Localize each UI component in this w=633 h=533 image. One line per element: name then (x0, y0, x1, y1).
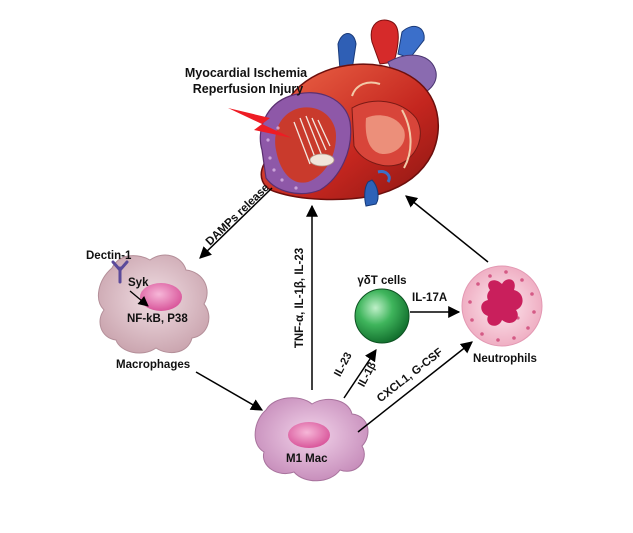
nfkb-label: NF-kB, P38 (127, 313, 188, 325)
cytokines-label: TNF-α, IL-1β, IL-23 (294, 248, 306, 348)
cxcl-label: CXCL1, G-CSF (375, 346, 445, 405)
dectin-receptor-icon (111, 260, 129, 284)
macrophage-nucleus (140, 283, 182, 311)
il17a-label: IL-17A (412, 292, 447, 304)
neutrophils-label: Neutrophils (473, 353, 537, 365)
arrow-polarization (195, 371, 264, 411)
macrophages-label: Macrophages (116, 359, 190, 371)
il23-label: IL-23 (332, 350, 355, 378)
lightning-icon (228, 108, 292, 138)
damps-label: DAMPs release (204, 182, 272, 248)
m1-nucleus (288, 422, 330, 448)
arrow-cxcl (357, 341, 473, 433)
macrophage-cell (97, 254, 210, 354)
neutrophil-cell (461, 265, 543, 347)
arrow-il23 (343, 349, 377, 399)
heart-illustration (259, 19, 439, 207)
syk-label: Syk (128, 277, 149, 289)
gdt-cell (354, 288, 410, 344)
neutrophil-nucleus (481, 279, 523, 326)
arrow-damps (199, 187, 273, 259)
m1mac-label: M1 Mac (286, 453, 328, 465)
gdt-label: γδT cells (357, 275, 406, 287)
arrow-neutrophil-heart (405, 195, 489, 263)
dectin-label: Dectin-1 (86, 250, 132, 262)
title-line1: Myocardial Ischemia (185, 66, 308, 80)
m1-macrophage-cell (254, 397, 369, 482)
title-line2: Reperfusion Injury (193, 82, 303, 96)
